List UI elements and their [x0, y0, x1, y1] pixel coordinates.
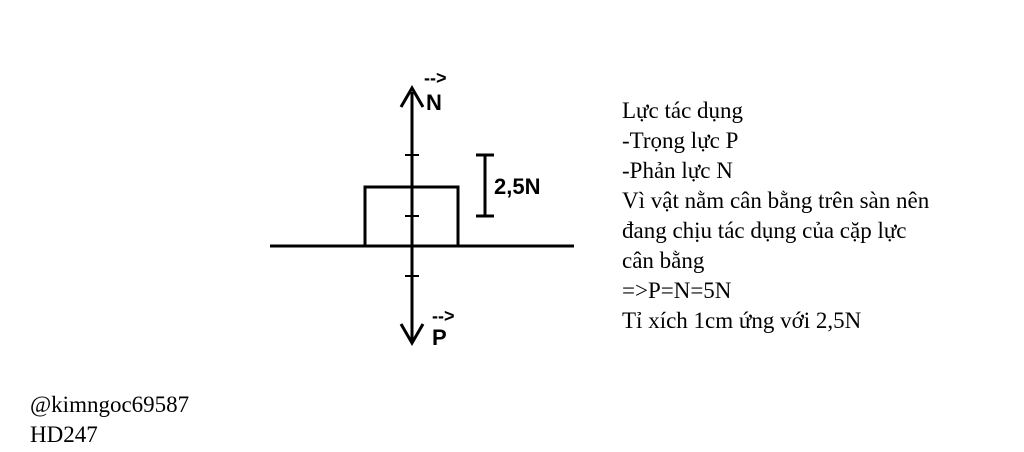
scale-label: 2,5N: [494, 174, 540, 199]
author-credit: @kimngoc69587 HD247: [30, 390, 189, 450]
explanation-line: đang chịu tác dụng của cặp lực: [622, 218, 907, 243]
explanation-line: Vì vật nằm cân bằng trên sàn nên: [622, 188, 930, 213]
weight-label: P: [432, 325, 447, 350]
normal-force-vector-mark: -->: [424, 68, 447, 88]
weight-arrowhead: [399, 323, 425, 346]
normal-force-label: N: [426, 90, 442, 115]
explanation-line: Lực tác dụng: [622, 98, 744, 123]
credit-username: @kimngoc69587: [30, 392, 190, 417]
explanation-line: Tỉ xích 1cm ứng với 2,5N: [622, 308, 862, 333]
explanation-line: cân bằng: [622, 248, 705, 273]
explanation-line: -Phản lực N: [622, 158, 733, 183]
explanation-line: -Trọng lực P: [622, 128, 739, 153]
weight-vector-mark: -->: [432, 306, 455, 326]
explanation-line: =>P=N=5N: [622, 278, 732, 303]
explanation-text: Lực tác dụng -Trọng lực P -Phản lực N Vì…: [622, 96, 929, 336]
credit-site: HD247: [30, 422, 98, 447]
normal-force-arrowhead: [399, 85, 425, 108]
